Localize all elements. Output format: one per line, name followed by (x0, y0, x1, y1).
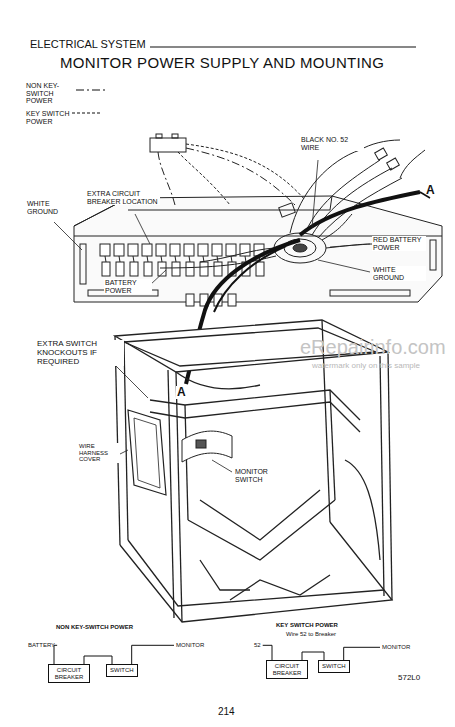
white-ground-wire (214, 246, 286, 312)
wire-connector (302, 652, 324, 660)
switch-box: SWITCH (106, 664, 138, 677)
wire-label: BATTERY POWER (104, 279, 152, 294)
part-label: EXTRA SWITCH KNOCKOUTS IF REQUIRED (36, 340, 124, 366)
callout-letter: A (426, 184, 435, 197)
monitor-wire (344, 647, 380, 660)
control-panel (74, 196, 442, 306)
figure-number: 572L0 (398, 674, 420, 683)
legend-text: NON KEY-SWITCH POWER (26, 82, 72, 105)
terminal-label: BATTERY (28, 642, 55, 649)
supply-wire (54, 645, 57, 664)
circuit-breaker-box: CIRCUIT BREAKER (266, 660, 308, 679)
harness-cover-inner (134, 418, 160, 488)
wire-label: RED BATTERY POWER (372, 236, 426, 251)
watermark: watermark only on this sample (312, 362, 420, 371)
wire-label: WHITE GROUND (372, 266, 426, 281)
schematic-note: Wire 52 to Breaker (286, 631, 336, 638)
header-rule (150, 46, 416, 47)
terminal-label: MONITOR (176, 642, 204, 649)
schematic-heading: NON KEY-SWITCH POWER (56, 624, 133, 631)
watermark: eRepairinfo.com (300, 336, 446, 358)
wire-label: BLACK NO. 52 WIRE (300, 136, 364, 151)
page-title: MONITOR POWER SUPPLY AND MOUNTING (60, 55, 384, 72)
monitor-wire (132, 645, 174, 664)
part-label: EXTRA CIRCUIT BREAKER LOCATION (86, 190, 160, 205)
schematic-heading: KEY SWITCH POWER (276, 622, 338, 629)
part-label: MONITOR SWITCH (234, 468, 288, 483)
page-number: 214 (218, 706, 235, 717)
legend-swatch (72, 112, 102, 113)
box-label: CIRCUIT BREAKER (52, 667, 86, 680)
power-connector (150, 134, 305, 205)
legend-text: KEY SWITCH POWER (26, 110, 70, 125)
switch-box: SWITCH (318, 660, 350, 673)
section-header: ELECTRICAL SYSTEM (30, 38, 146, 50)
legend-swatch (76, 89, 106, 90)
wire-number: 52 (254, 642, 261, 649)
harness-wires (279, 140, 425, 238)
terminal-label: MONITOR (382, 644, 410, 651)
box-label: SWITCH (110, 667, 134, 674)
wire-connector (84, 656, 112, 664)
leader-lines (54, 160, 370, 472)
box-label: SWITCH (322, 663, 346, 670)
wire-bundle (160, 214, 372, 268)
wire-label: WHITE GROUND (26, 200, 68, 215)
box-label: CIRCUIT BREAKER (270, 663, 304, 676)
circuit-breaker-box: CIRCUIT BREAKER (48, 664, 90, 683)
part-label: WIRE HARNESS COVER (78, 443, 120, 463)
monitor-switch (182, 431, 232, 462)
supply-wire (263, 645, 272, 660)
black-wire-a (300, 192, 420, 235)
harness-cover (128, 410, 166, 495)
callout-letter: A (176, 386, 187, 399)
